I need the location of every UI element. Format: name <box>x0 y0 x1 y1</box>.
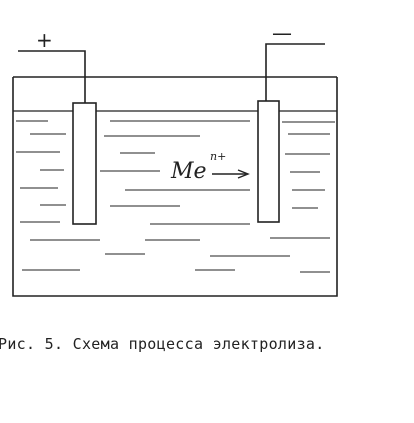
ion-label: Me <box>170 159 207 184</box>
anode-sign: + <box>36 28 53 52</box>
electrolyte-lines <box>16 120 335 273</box>
cathode-lead <box>265 43 325 101</box>
cathode-electrode <box>257 100 280 223</box>
cathode-sign: — <box>272 21 292 45</box>
ion-charge: n+ <box>210 150 226 163</box>
figure-caption: Рис. 5. Схема процесса электролиза. <box>0 335 325 353</box>
vessel <box>12 77 338 297</box>
anode-lead <box>18 50 86 103</box>
anode-electrode <box>72 102 97 225</box>
ion-arrowhead <box>237 169 250 179</box>
